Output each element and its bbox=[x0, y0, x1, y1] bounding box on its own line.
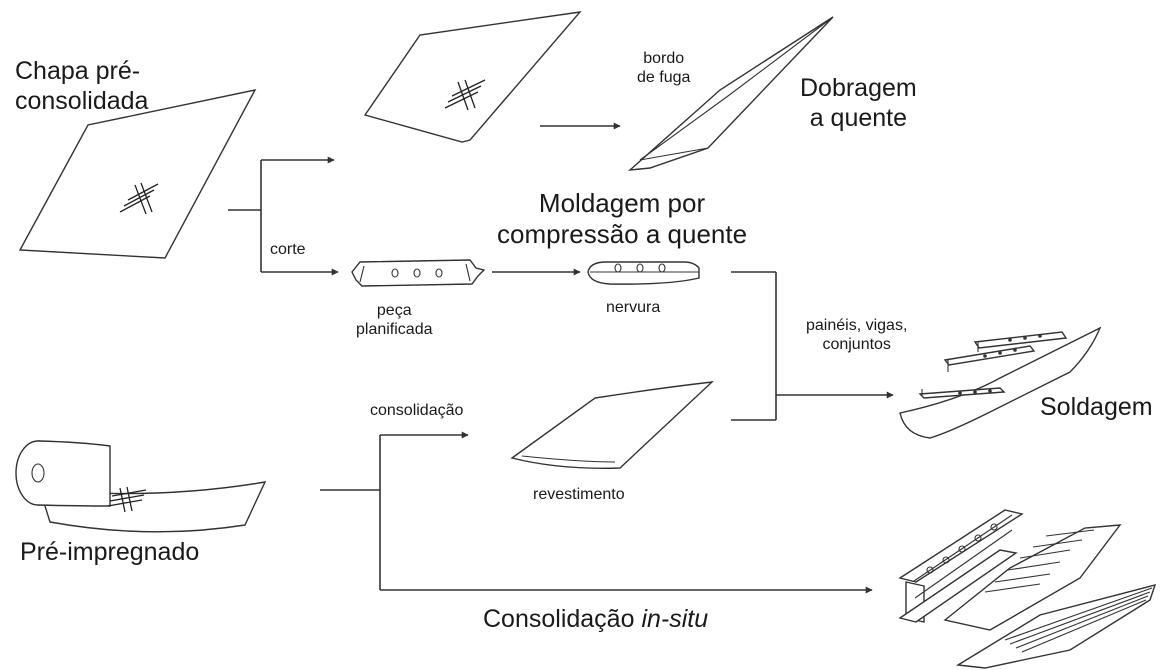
label-moldagem-line2: compressão a quente bbox=[497, 218, 748, 249]
join-arrows bbox=[731, 271, 894, 421]
skin-shape bbox=[510, 381, 715, 469]
label-consolidacao: consolidação bbox=[370, 402, 464, 419]
preconsolidated-sheet-shape bbox=[18, 89, 257, 259]
label-peca-line2: planificada bbox=[356, 320, 433, 338]
label-bordo-line2: de fuga bbox=[637, 68, 691, 86]
split-arrows-top bbox=[228, 156, 339, 276]
label-corte: corte bbox=[270, 241, 306, 258]
prepreg-roll-shape bbox=[15, 440, 267, 533]
label-pre-impregnado: Pré-impregnado bbox=[20, 538, 200, 566]
stiffened-panel-shape bbox=[943, 524, 1122, 631]
flat-piece-shape bbox=[351, 259, 486, 287]
label-dobragem-a-quente: Dobragem a quente bbox=[800, 74, 917, 133]
label-dobragem-line1: Dobragem bbox=[800, 74, 917, 102]
label-dobragem-line2: a quente bbox=[809, 103, 908, 132]
trailing-edge-shape bbox=[627, 16, 834, 171]
label-paineis-vigas-conjuntos: painéis, vigas, conjuntos bbox=[806, 317, 907, 355]
prepreg-split-arrows bbox=[320, 431, 873, 594]
label-soldagem: Soldagem bbox=[1040, 393, 1153, 421]
label-nervura: nervura bbox=[606, 299, 661, 316]
label-peca-planificada: peça planificada bbox=[356, 302, 433, 340]
label-chapa-line1: Chapa pré- bbox=[15, 57, 141, 85]
label-moldagem-line1: Moldagem por bbox=[538, 188, 706, 218]
rib-shape bbox=[587, 261, 700, 285]
label-chapa-pre-consolidada: Chapa pré- consolidada bbox=[15, 57, 148, 116]
label-paineis-line2: conjuntos bbox=[822, 335, 891, 353]
cut-sheet-shape bbox=[363, 11, 582, 143]
label-revestimento: revestimento bbox=[533, 486, 625, 503]
label-bordo-line1: bordo bbox=[643, 50, 685, 67]
label-moldagem-por-compressao: Moldagem por compressão a quente bbox=[497, 188, 747, 249]
label-peca-line1: peça bbox=[376, 302, 412, 319]
label-consolidacao-in-situ: Consolidação in-situ bbox=[483, 605, 708, 635]
laminate-strips-shape bbox=[955, 583, 1157, 669]
welded-assembly-shape bbox=[899, 326, 1102, 439]
label-insitu-prefix: Consolidação bbox=[483, 605, 642, 633]
label-insitu-italic: in-situ bbox=[641, 605, 709, 633]
label-chapa-line2: consolidada bbox=[15, 86, 149, 115]
label-paineis-line1: painéis, vigas, bbox=[806, 317, 908, 334]
label-bordo-de-fuga: bordo de fuga bbox=[637, 50, 690, 88]
i-beam-shape bbox=[898, 509, 1024, 623]
